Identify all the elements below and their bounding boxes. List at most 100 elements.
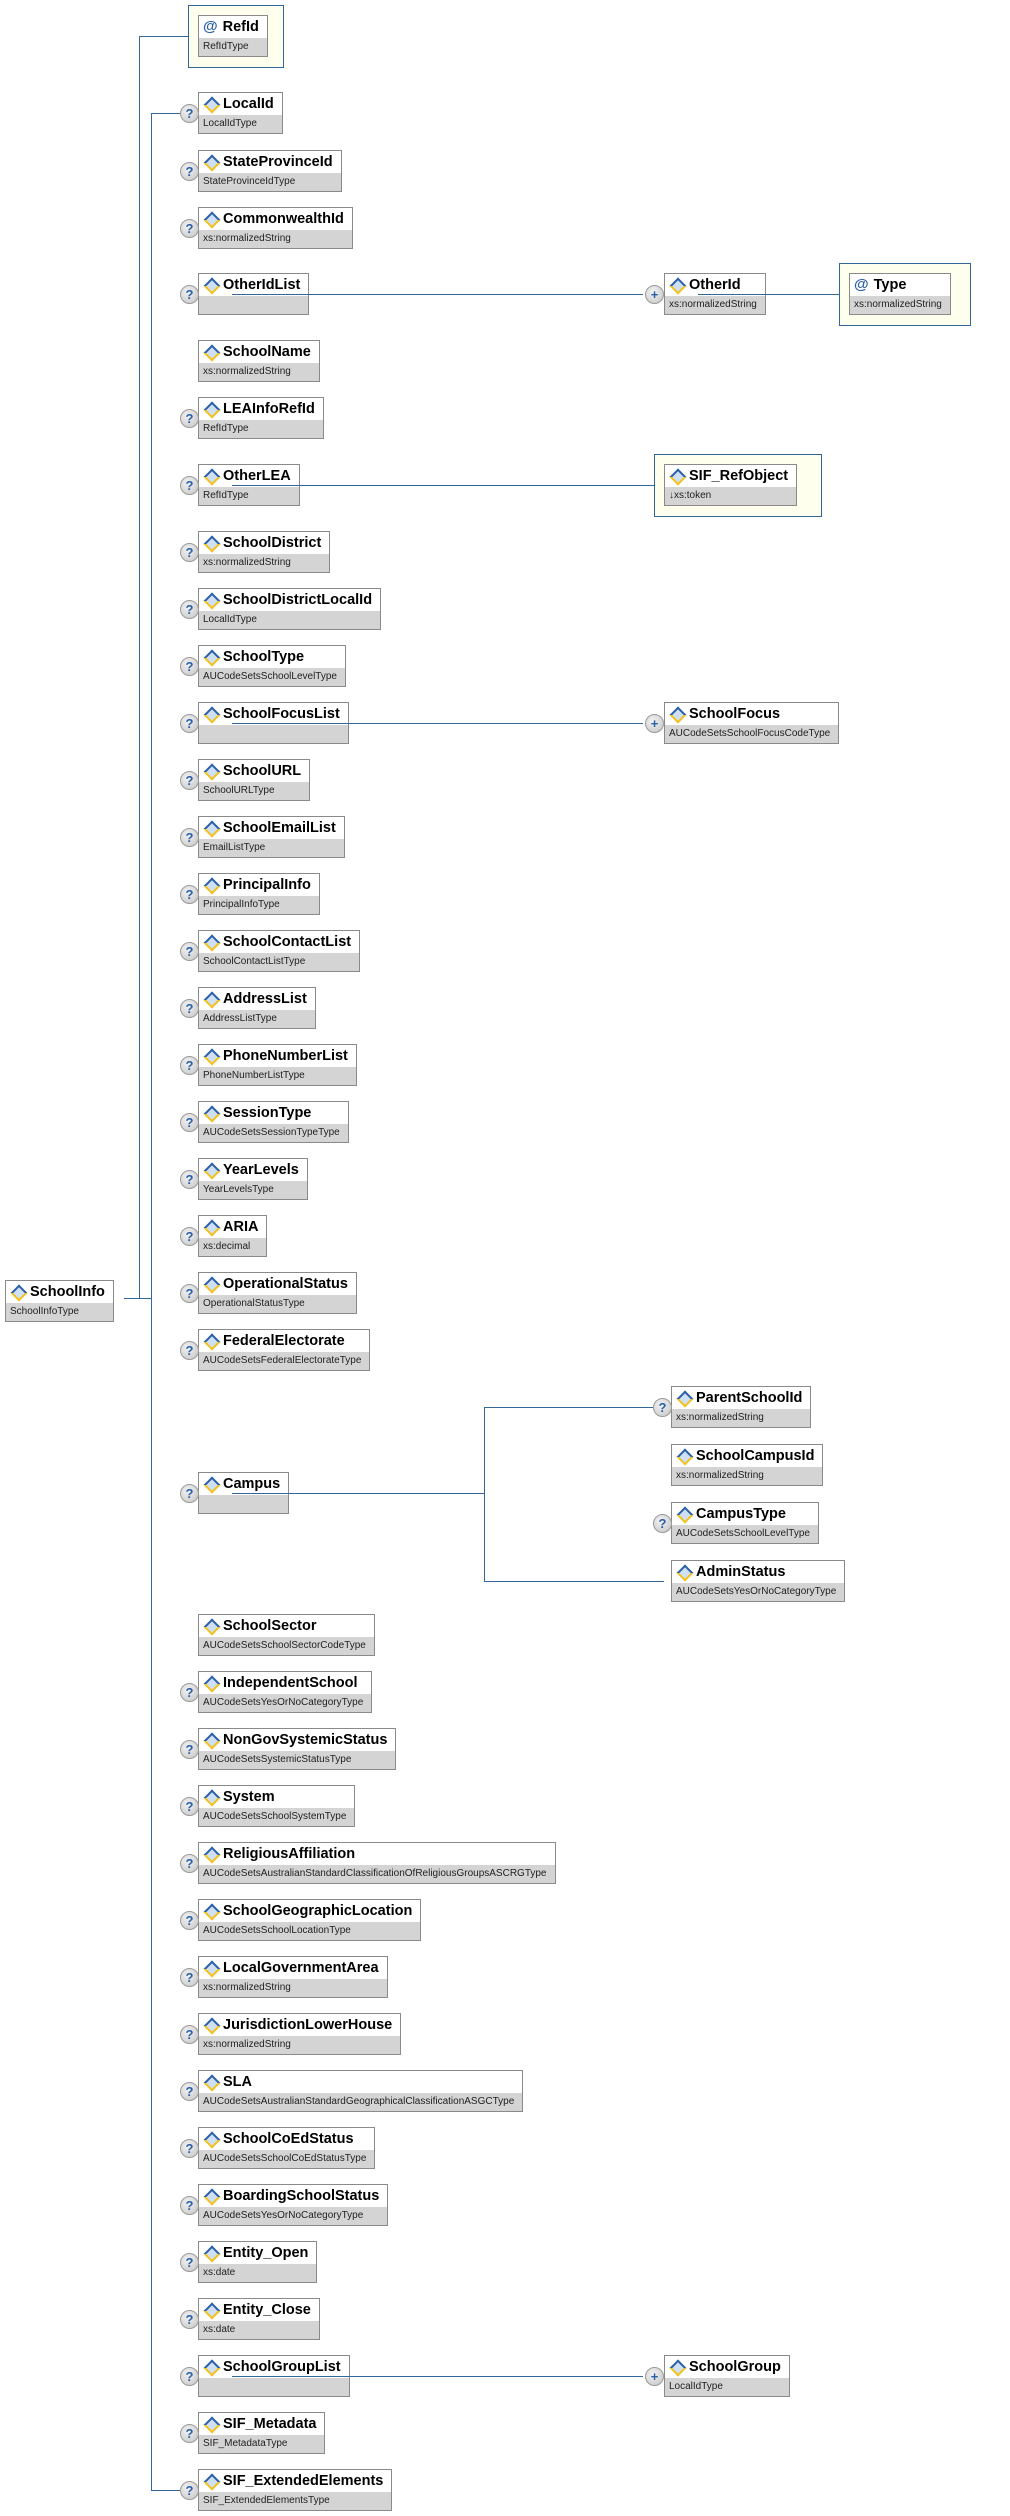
optional-icon[interactable]: ? [653,1398,672,1417]
optional-icon[interactable]: ? [180,1854,199,1873]
optional-icon[interactable]: ? [180,2481,199,2500]
optional-icon[interactable]: ? [180,1484,199,1503]
node-name-row: SchoolContactList [199,931,360,953]
optional-icon[interactable]: ? [180,2082,199,2101]
optional-icon[interactable]: ? [180,543,199,562]
optional-icon[interactable]: ? [180,1284,199,1303]
node-type-row: SchoolInfoType [6,1303,113,1321]
node-name-row: ReligiousAffiliation [199,1843,555,1865]
optional-icon[interactable]: ? [180,1683,199,1702]
optional-icon[interactable]: ? [180,2424,199,2443]
expand-plus-icon[interactable]: + [645,2367,664,2386]
optional-icon[interactable]: ? [653,1514,672,1533]
node-name-row: Entity_Close [199,2299,319,2321]
node-type-row: xs:normalizedString [672,1409,810,1427]
optional-icon[interactable]: ? [180,1968,199,1987]
optional-icon[interactable]: ? [180,2310,199,2329]
optional-icon[interactable]: ? [180,942,199,961]
optional-icon[interactable]: ? [180,162,199,181]
optional-icon[interactable]: ? [180,885,199,904]
optional-icon[interactable]: ? [180,600,199,619]
optional-icon[interactable]: ? [180,285,199,304]
optional-icon[interactable]: ? [180,219,199,238]
optional-icon[interactable]: ? [180,1740,199,1759]
optional-icon[interactable]: ? [180,1227,199,1246]
optional-icon[interactable]: ? [180,1056,199,1075]
optional-icon[interactable]: ? [180,828,199,847]
expand-plus-icon[interactable]: + [645,714,664,733]
optional-icon[interactable]: ? [180,771,199,790]
node-name-row: FederalElectorate [199,1330,370,1352]
optional-icon[interactable]: ? [180,1911,199,1930]
element-icon [203,1335,219,1347]
optional-icon[interactable]: ? [180,2025,199,2044]
node-type-row: xs:date [199,2264,316,2282]
optional-icon[interactable]: ? [180,2253,199,2272]
optional-icon[interactable]: ? [180,104,199,123]
optional-icon[interactable]: ? [180,1341,199,1360]
optional-icon[interactable]: ? [180,1170,199,1189]
node-type: RefIdType [203,423,249,434]
optional-icon[interactable]: ? [180,2196,199,2215]
optional-icon[interactable]: ? [180,2139,199,2158]
optional-icon[interactable]: ? [180,476,199,495]
optional-icon[interactable]: ? [180,999,199,1018]
optional-icon[interactable]: ? [180,714,199,733]
node-name: SchoolGroupList [223,2359,341,2375]
node-type-row: AUCodeSetsSchoolFocusCodeType [665,725,838,743]
optional-icon[interactable]: ? [180,1797,199,1816]
optional-icon[interactable]: ? [180,2367,199,2386]
node-name: FederalElectorate [223,1333,345,1349]
sif-refobject-node[interactable]: SIF_RefObject↓xs:token [664,464,798,506]
optional-icon[interactable]: ? [180,1113,199,1132]
expand-plus-icon[interactable]: + [645,285,664,304]
optional-icon[interactable]: ? [180,409,199,428]
element-icon [203,651,219,663]
element-icon [203,1677,219,1689]
optional-icon[interactable]: ? [180,657,199,676]
